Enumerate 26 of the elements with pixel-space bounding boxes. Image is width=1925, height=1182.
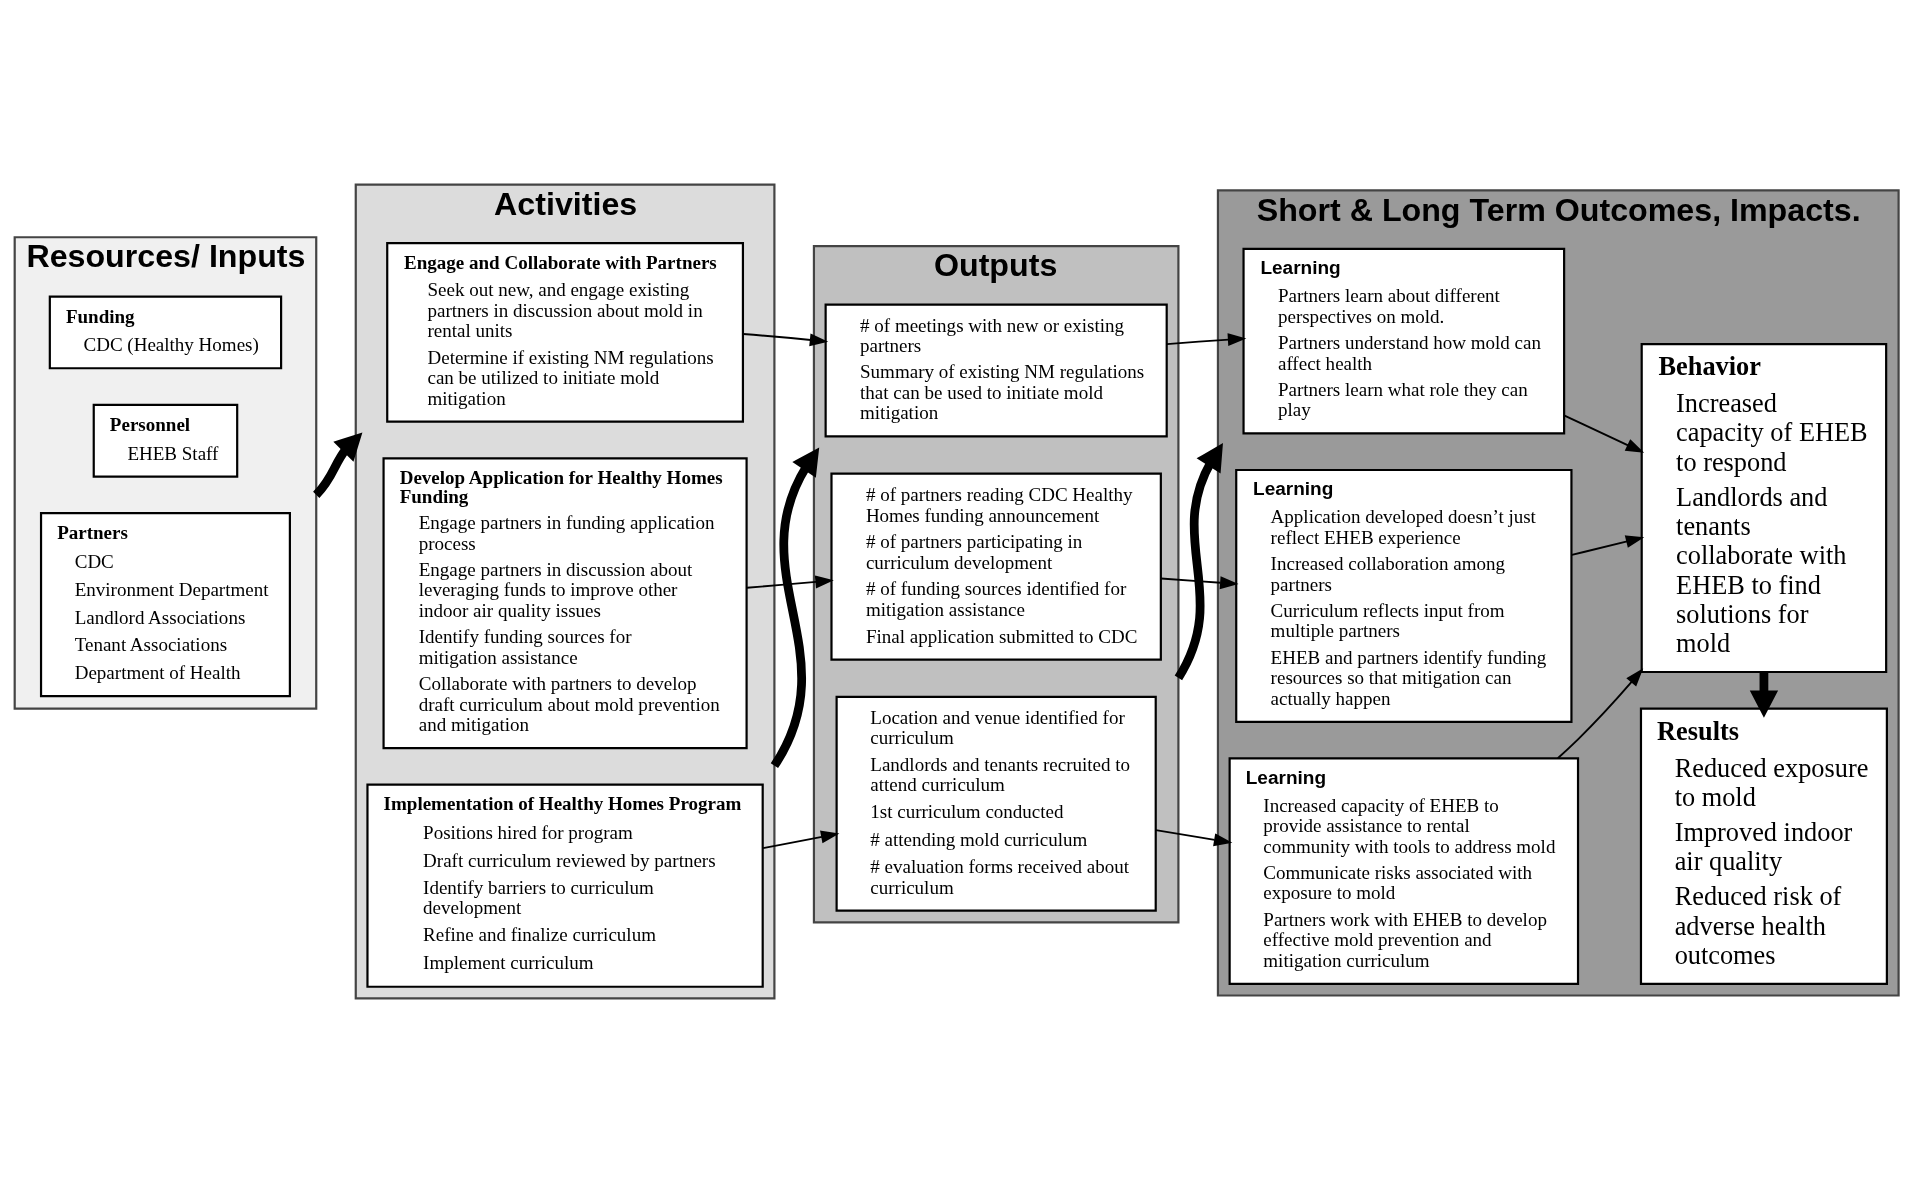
node-box: Learning Increased capacity of EHEB to provide assistance to rental community with tools to address mold Communicate risks associated with exposure to mold Partners work with EHEB to develop effective mold prevention and mitigation curriculum	[1228, 756, 1580, 985]
node-box: Partners CDC Environment Department Landlord Associations Tenant Associations Department of Health	[39, 511, 291, 697]
node-box: Learning Partners learn about different perspectives on mold. Partners understand how mold can affect health Partners learn what role they can play	[1242, 247, 1566, 434]
node-box: Results Reduced exposure to mold Improved indoor air quality Reduced risk of adverse health outcomes	[1639, 707, 1888, 985]
node-box: Implementation of Healthy Homes Program Positions hired for program Draft curriculum reviewed by partners Identify barriers to curriculum development Refine and finalize curriculum Implement curriculum	[366, 783, 764, 988]
arrow	[1570, 534, 1645, 556]
node-box: # of meetings with new or existing partners Summary of existing NM regulations that can be used to initiate mold mitigation	[824, 303, 1168, 437]
arrow	[770, 447, 820, 768]
node-box: Funding CDC (Healthy Homes)	[48, 294, 283, 369]
node-box: Personnel EHEB Staff	[92, 403, 239, 478]
arrow	[1174, 442, 1223, 680]
arrow	[1160, 575, 1239, 589]
arrow	[1563, 414, 1645, 453]
arrow	[313, 432, 363, 498]
node-box: Engage and Collaborate with Partners Seek out new, and engage existing partners in discussion about mold in rental units Determine if existing NM regulations can be utilized to initiate mold mitigation	[386, 241, 745, 423]
arrow	[745, 575, 834, 589]
node-box: Behavior Increased capacity of EHEB to respond Landlords and tenants collaborate with EHEB to find solutions for mold	[1640, 342, 1888, 673]
node-box: Location and venue identified for curriculum Landlords and tenants recruited to attend curriculum 1st curriculum conducted # attending mold curriculum # evaluation forms received about curriculum	[835, 695, 1157, 912]
arrow	[1166, 332, 1247, 346]
arrow	[742, 332, 829, 346]
node-box: # of partners reading CDC Healthy Homes funding announcement # of partners participating in curriculum development # of funding sources identified for mitigation assistance Final application submitted to CDC	[830, 472, 1162, 661]
arrow	[1749, 671, 1779, 718]
arrow	[762, 830, 840, 849]
node-box: Learning Application developed doesn’t just reflect EHEB experience Increased collaboration among partners Curriculum reflects input from multiple partners EHEB and partners identify funding resources so that mitigation can actually happen	[1235, 468, 1573, 723]
arrow	[1556, 667, 1644, 759]
node-box: Develop Application for Healthy Homes Funding Engage partners in funding application process Engage partners in discussion about leveraging funds to improve other indoor air quality issues Identify funding sources for mitigation assistance Collaborate with partners to develop draft curriculum about mold prevention and mitigation	[382, 456, 748, 749]
